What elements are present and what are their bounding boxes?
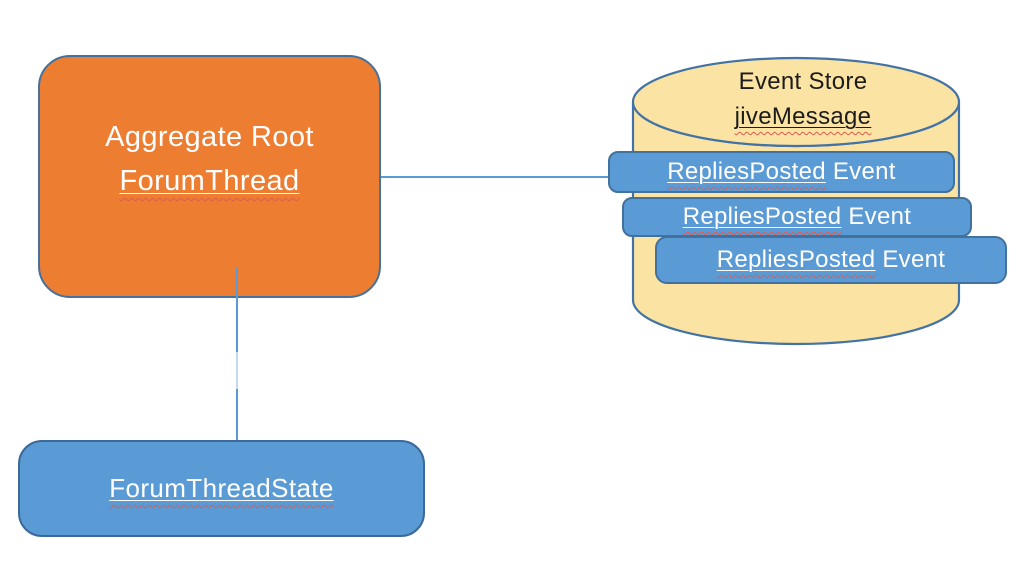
aggregate-root-label: Aggregate Root ForumThread — [40, 115, 379, 203]
aggregate-root-line1: Aggregate Root — [105, 121, 314, 153]
aggregate-root-line2: ForumThread — [119, 165, 300, 197]
event-store-title-line2: jiveMessage — [734, 103, 872, 130]
event-store-title: Event Store jiveMessage — [631, 64, 961, 134]
cylinder-top — [631, 56, 961, 148]
event-bar-2-suffix: Event — [848, 203, 912, 230]
connector-aggregate-to-eventstore — [381, 176, 609, 178]
event-bar-1: RepliesPosted Event — [608, 151, 955, 193]
event-bar-3-suffix: Event — [882, 246, 946, 273]
event-store-title-line1: Event Store — [738, 68, 868, 95]
event-bar-2: RepliesPosted Event — [622, 197, 972, 237]
event-bar-1-suffix: Event — [832, 158, 896, 185]
event-bar-3: RepliesPosted Event — [655, 236, 1007, 284]
aggregate-root-box: Aggregate Root ForumThread — [38, 55, 381, 298]
forum-thread-state-box: ForumThreadState — [18, 440, 425, 537]
connector-overlap-highlight — [236, 352, 238, 389]
